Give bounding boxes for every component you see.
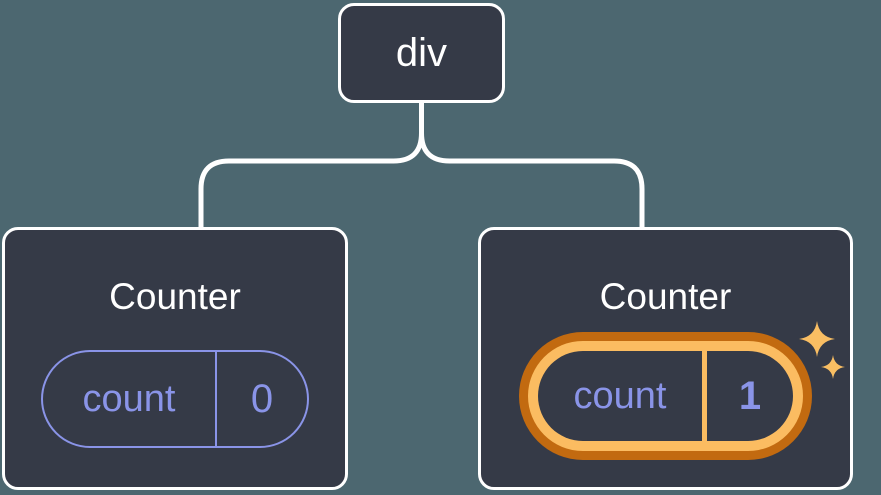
connector-left-branch xyxy=(198,100,424,230)
state-value: 1 xyxy=(738,373,762,418)
state-key-label: count xyxy=(573,374,667,417)
counter-node-right: Counter count 1 xyxy=(478,227,853,490)
state-pill-highlighted: count 1 xyxy=(519,332,812,460)
sparkles-icon xyxy=(799,321,845,379)
state-value: 0 xyxy=(250,376,274,421)
counter-title: Counter xyxy=(599,276,732,317)
state-pill: count 1 xyxy=(538,351,793,441)
state-pill-divider xyxy=(215,352,217,446)
counter-node-left: Counter count 0 xyxy=(2,227,348,490)
state-pill-divider xyxy=(702,351,707,441)
connector-right-branch xyxy=(419,132,645,230)
counter-title: Counter xyxy=(109,276,241,317)
root-node-div: div xyxy=(338,3,505,103)
state-pill: count 0 xyxy=(41,350,309,448)
state-key-label: count xyxy=(82,377,176,420)
root-node-label: div xyxy=(395,31,448,75)
state-pill-highlight-ring: count 1 xyxy=(528,341,803,451)
